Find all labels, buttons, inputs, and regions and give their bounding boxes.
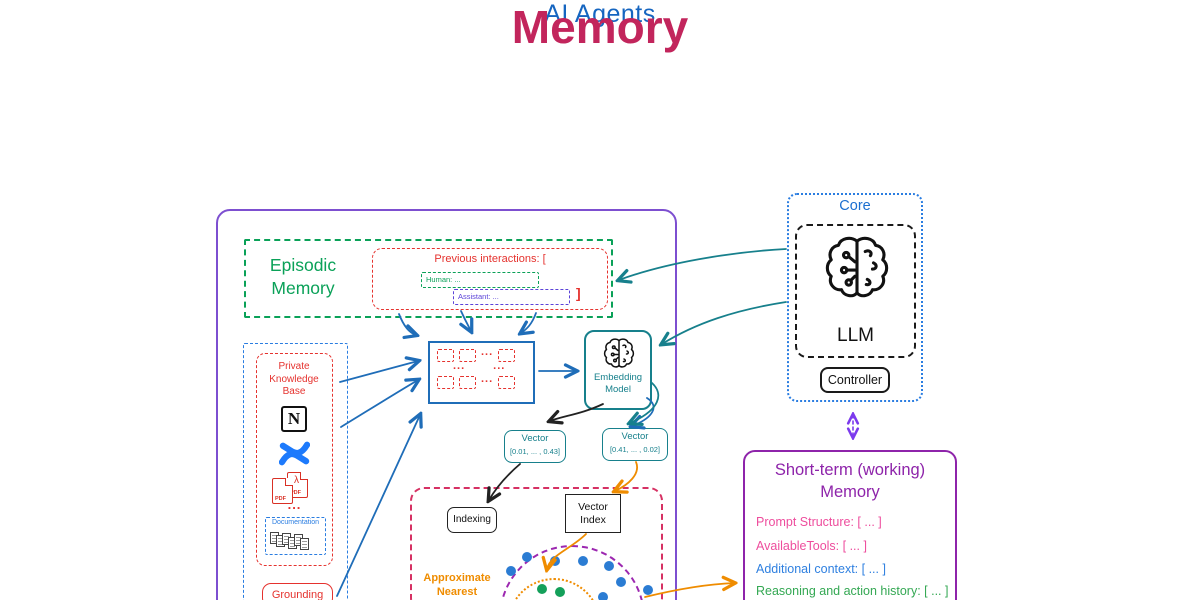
brain-icon (603, 338, 635, 368)
doc-page-icon (300, 538, 309, 550)
llm-label: LLM (837, 325, 874, 346)
previous-interactions-close-bracket: ] (576, 285, 581, 301)
pdf-icons: λ PDF PDF (272, 472, 316, 506)
vector-box-left: Vector [0.01, ... , 0.43] (504, 430, 566, 463)
page-title: Memory (511, 1, 689, 53)
episodic-memory-box (244, 239, 613, 318)
chunk-rect (498, 348, 516, 362)
short-term-memory-title: Short-term (working) Memory (774, 461, 926, 501)
controller-box: Controller (820, 367, 890, 393)
pdf-file-icon-front: PDF (272, 478, 293, 504)
vector-left-value: [0.01, ... , 0.43] (509, 447, 561, 456)
previous-interactions-box: Previous interactions: [ Human: ... Assi… (372, 248, 608, 310)
confluence-icon (279, 441, 310, 466)
brain-icon (825, 236, 889, 298)
chunk-row: ... (437, 346, 533, 362)
pdf-lambda-glyph: λ (294, 475, 299, 486)
chunk-ellipsis: ... (453, 359, 466, 372)
llm-box: LLM (795, 224, 916, 358)
vector-right-label: Vector (621, 431, 649, 442)
chunk-rect (459, 348, 476, 362)
embedding-model-box: Embedding Model (584, 330, 652, 410)
stm-item-2: Additional context: [ ... ] (756, 562, 886, 576)
long-term-memory-container (216, 209, 677, 600)
chunk-row-middle: ... ... (437, 359, 533, 375)
documentation-box: Documentation (265, 517, 326, 555)
human-turn-box: Human: ... (421, 272, 539, 288)
chunk-ellipsis: ... (481, 346, 494, 358)
notion-icon: N (281, 406, 307, 432)
short-term-memory-box: Short-term (working) Memory Prompt Struc… (743, 450, 957, 600)
chunk-rect (459, 375, 476, 389)
stm-item-1: AvailableTools: [ ... ] (756, 539, 867, 553)
chunks-box: ... ... ... ... (428, 341, 535, 404)
chunk-row: ... (437, 373, 533, 389)
ann-label: Approximate Nearest (423, 572, 491, 598)
stm-item-0: Prompt Structure: [ ... ] (756, 515, 882, 529)
core-box: Core LLM Controller (787, 193, 923, 402)
documentation-pages-icon (270, 531, 309, 550)
vector-index-box: Vector Index (565, 494, 621, 533)
chunk-rect (437, 348, 454, 362)
human-turn-label: Human: ... (426, 275, 461, 284)
episodic-memory-label: Episodic Memory (269, 255, 337, 298)
notion-letter: N (287, 409, 301, 428)
chunk-rect (437, 375, 454, 389)
kb-ellipsis: ... (287, 497, 302, 512)
previous-interactions-label: Previous interactions: [ (434, 253, 546, 265)
embedding-model-label: Embedding Model (593, 372, 643, 395)
private-knowledge-base-box: Private Knowledge Base N λ PDF PDF ... D… (256, 353, 333, 566)
chunk-rect (498, 375, 516, 389)
chunk-ellipsis: ... (493, 359, 506, 372)
core-label: Core (839, 198, 871, 214)
private-knowledge-base-label: Private Knowledge Base (269, 361, 319, 397)
stm-item-3: Reasoning and action history: [ ... ] (756, 584, 949, 598)
grounding-label-box: Grounding (262, 583, 333, 600)
vector-right-value: [0.41, ... , 0.02] (609, 445, 661, 454)
vector-left-label: Vector (521, 433, 549, 444)
chunk-ellipsis: ... (481, 373, 494, 385)
vector-box-right: Vector [0.41, ... , 0.02] (602, 428, 668, 461)
assistant-turn-label: Assistant: ... (458, 292, 499, 301)
arrow-core-to-embedding (662, 301, 787, 344)
page-kicker: AI Agents (544, 0, 656, 28)
documentation-label: Documentation (271, 519, 320, 526)
assistant-turn-box: Assistant: ... (453, 289, 570, 305)
indexing-box: Indexing (447, 507, 497, 533)
